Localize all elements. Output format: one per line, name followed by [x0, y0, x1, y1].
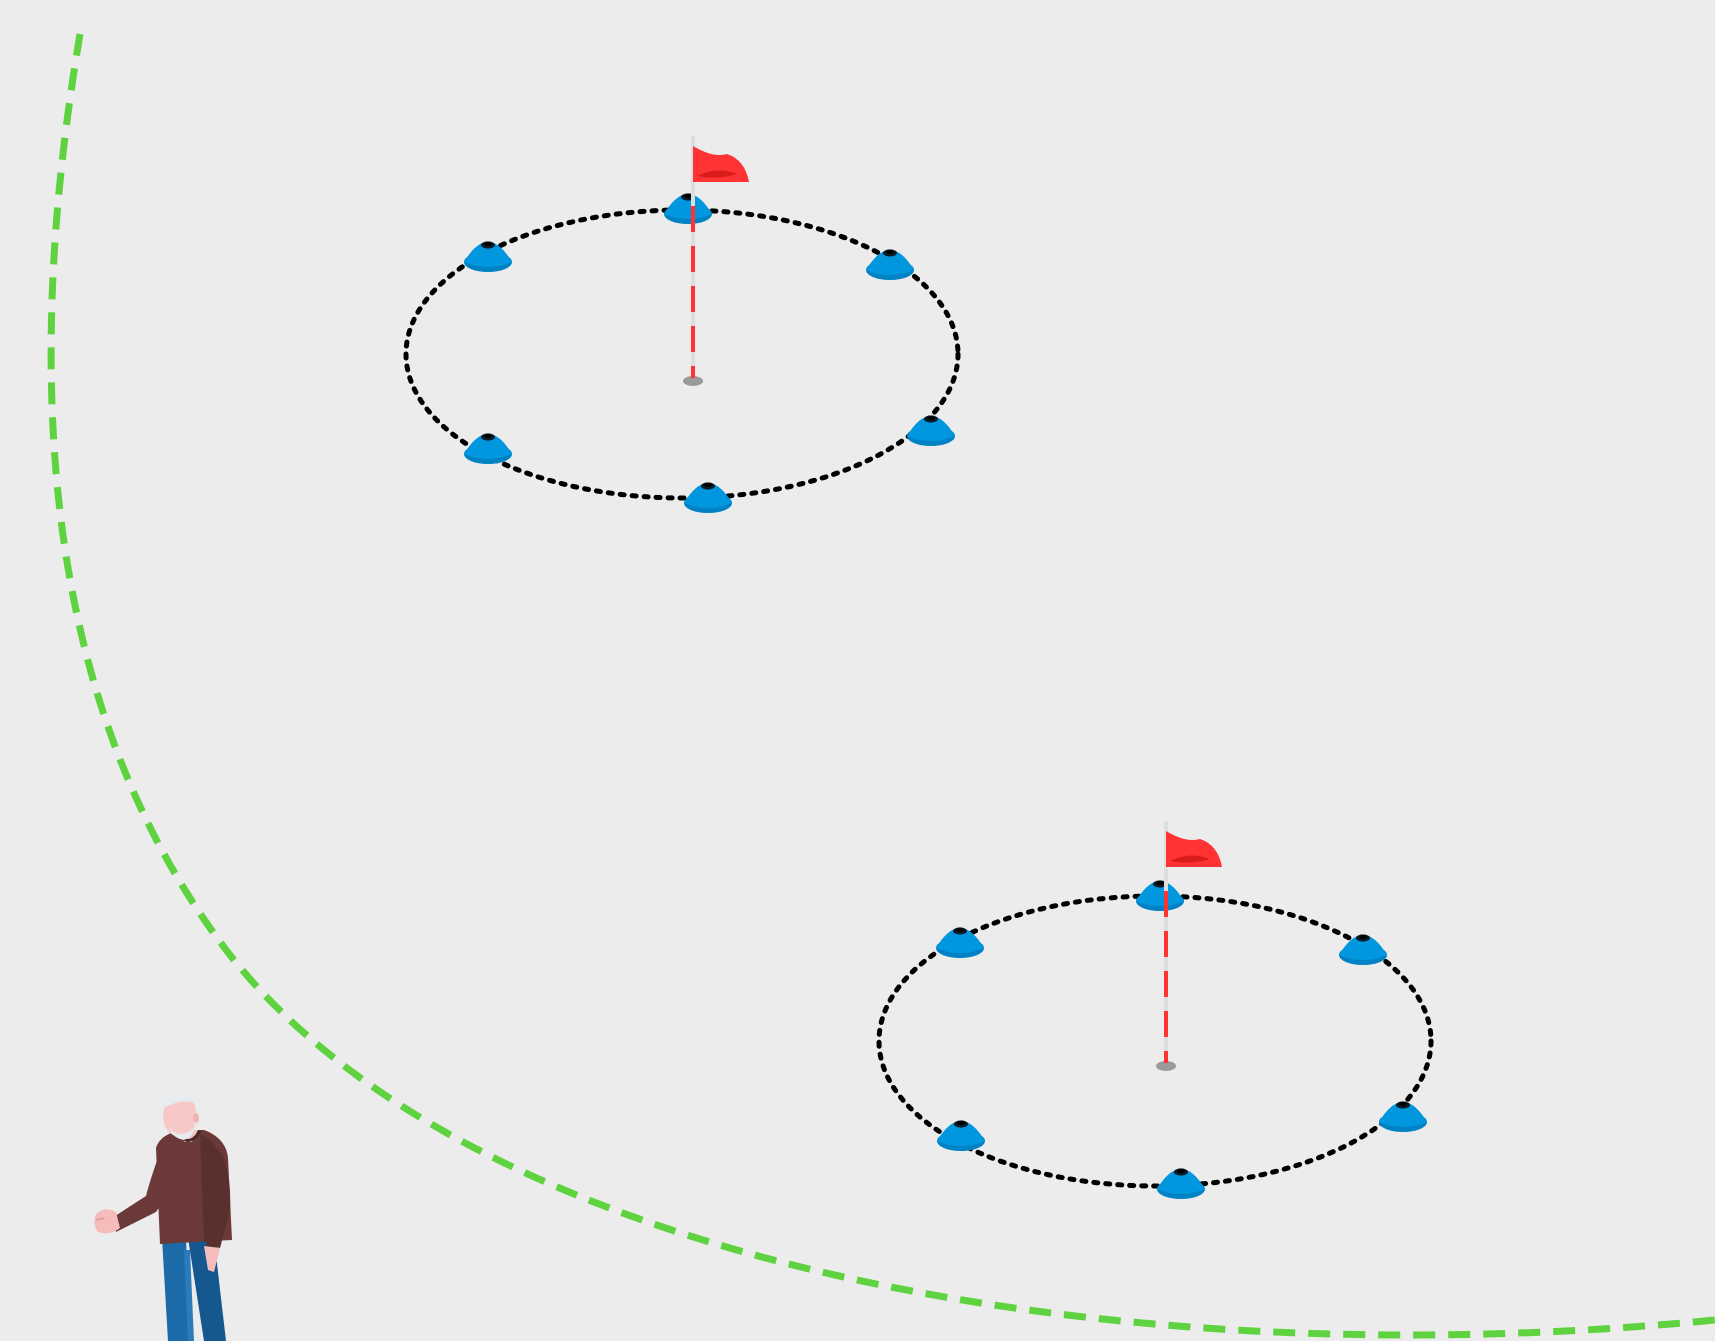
coach-figure: [94, 1094, 232, 1341]
dotted-ring: [876, 893, 1434, 1189]
flag-pole: [1164, 821, 1168, 1063]
hole-cup: [1156, 1061, 1176, 1071]
lower-station: [876, 821, 1434, 1199]
boundary-arc: [47, 33, 1715, 1339]
upper-station: [403, 136, 961, 513]
flag-pole: [691, 136, 695, 378]
flag-fold: [1170, 855, 1210, 863]
hole-cup: [683, 376, 703, 386]
flag-fold: [697, 170, 737, 178]
